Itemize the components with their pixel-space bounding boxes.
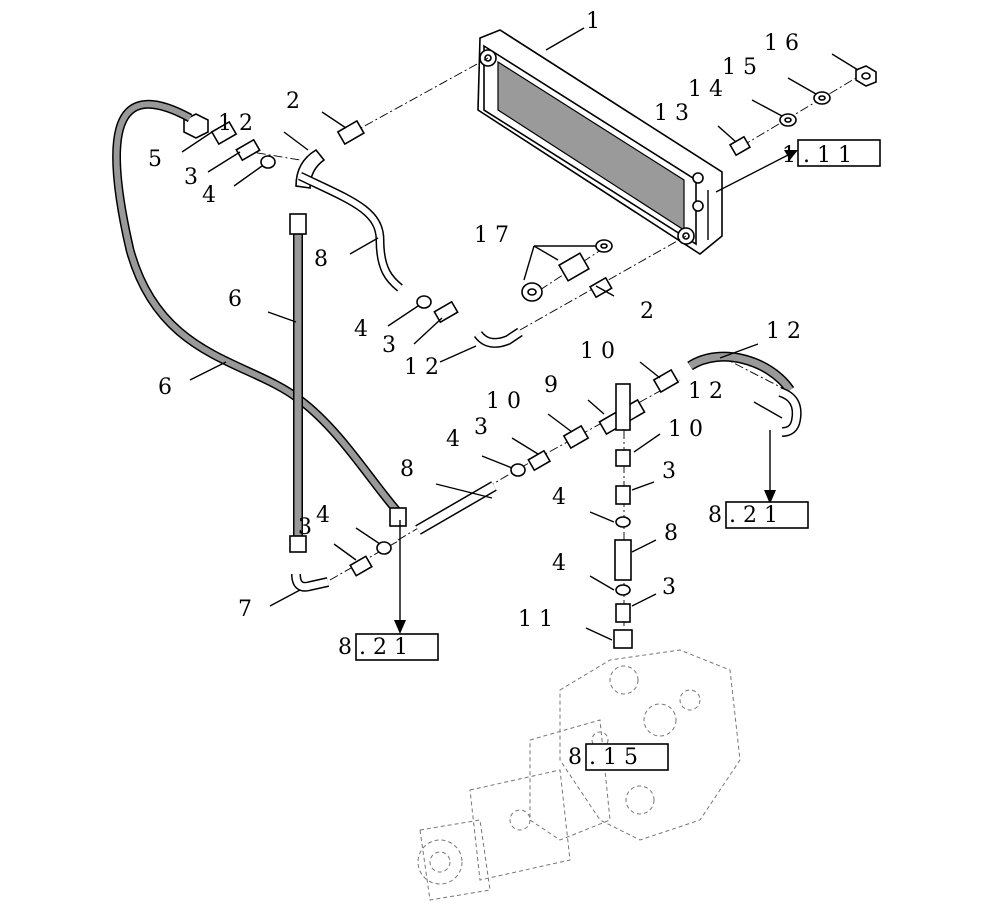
reference-box-right[interactable]: 8 . 2 1: [708, 501, 809, 529]
callout-7: 7: [238, 597, 252, 622]
callout-17: 1 7: [474, 223, 509, 248]
callout-12-top: 1 2: [218, 111, 253, 136]
hydraulic-pump-ghost: [417, 649, 741, 901]
reference-arrows: [394, 150, 798, 634]
callout-3-stack-top: 3: [662, 459, 676, 484]
callout-2-upper: 2: [286, 89, 300, 114]
callout-3-lower-left: 3: [298, 515, 312, 540]
leader-lines: [181, 27, 859, 641]
reference-box-cooler[interactable]: 1 . 1 1: [782, 139, 881, 168]
callout-10-top: 1 0: [580, 339, 615, 364]
callout-3-top: 3: [184, 165, 198, 190]
callout-15: 1 5: [722, 55, 757, 80]
callout-3-left: 3: [474, 415, 488, 440]
callout-12-right-top: 1 2: [766, 319, 801, 344]
reference-label-cooler: 1 . 1 1: [782, 143, 852, 168]
oil-cooler: [477, 29, 723, 255]
callout-9: 9: [544, 373, 558, 398]
middle-fittings: [415, 295, 802, 535]
callout-14: 1 4: [688, 77, 723, 102]
callout-labels: 1 2 2 1 2 5 3 4 8 6 6 1 7 4 3 1 2 1 0 1 …: [148, 9, 801, 632]
callout-5: 5: [148, 147, 162, 172]
callout-12-middle: 1 2: [404, 355, 439, 380]
callout-4-left: 4: [446, 427, 460, 452]
callout-3-middle: 3: [382, 333, 396, 358]
callout-11: 1 1: [518, 607, 553, 632]
reference-label-pump: 8 . 1 5: [568, 745, 638, 770]
callout-13: 1 3: [654, 101, 689, 126]
upper-left-fittings: [183, 113, 403, 292]
callout-2-lower: 2: [640, 299, 654, 324]
callout-4-stack-top: 4: [552, 485, 566, 510]
callout-10-right: 1 0: [668, 417, 703, 442]
callout-6-upper: 6: [228, 287, 242, 312]
callout-1: 1: [586, 9, 600, 34]
vertical-stack: [291, 449, 633, 649]
reference-label-right: 8 . 2 1: [708, 503, 778, 528]
callout-4-middle: 4: [354, 317, 368, 342]
callout-8-stack: 8: [664, 521, 678, 546]
callout-3-stack-bottom: 3: [662, 575, 676, 600]
callout-16: 1 6: [764, 31, 799, 56]
callout-8-left: 8: [400, 457, 414, 482]
reference-label-left: 8 . 2 1: [338, 635, 408, 660]
callout-10-left: 1 0: [486, 389, 521, 414]
callout-4-top: 4: [202, 183, 216, 208]
reference-box-pump[interactable]: 8 . 1 5: [568, 743, 669, 771]
hoses: [112, 99, 407, 553]
reference-box-left[interactable]: 8 . 2 1: [338, 633, 439, 661]
cooler-fasteners: [336, 65, 877, 302]
callout-4-stack-bottom: 4: [552, 551, 566, 576]
callout-6-lower: 6: [158, 375, 172, 400]
callout-12-right: 1 2: [688, 379, 723, 404]
callout-8-upper: 8: [314, 247, 328, 272]
callout-4-lower-left: 4: [316, 503, 330, 528]
